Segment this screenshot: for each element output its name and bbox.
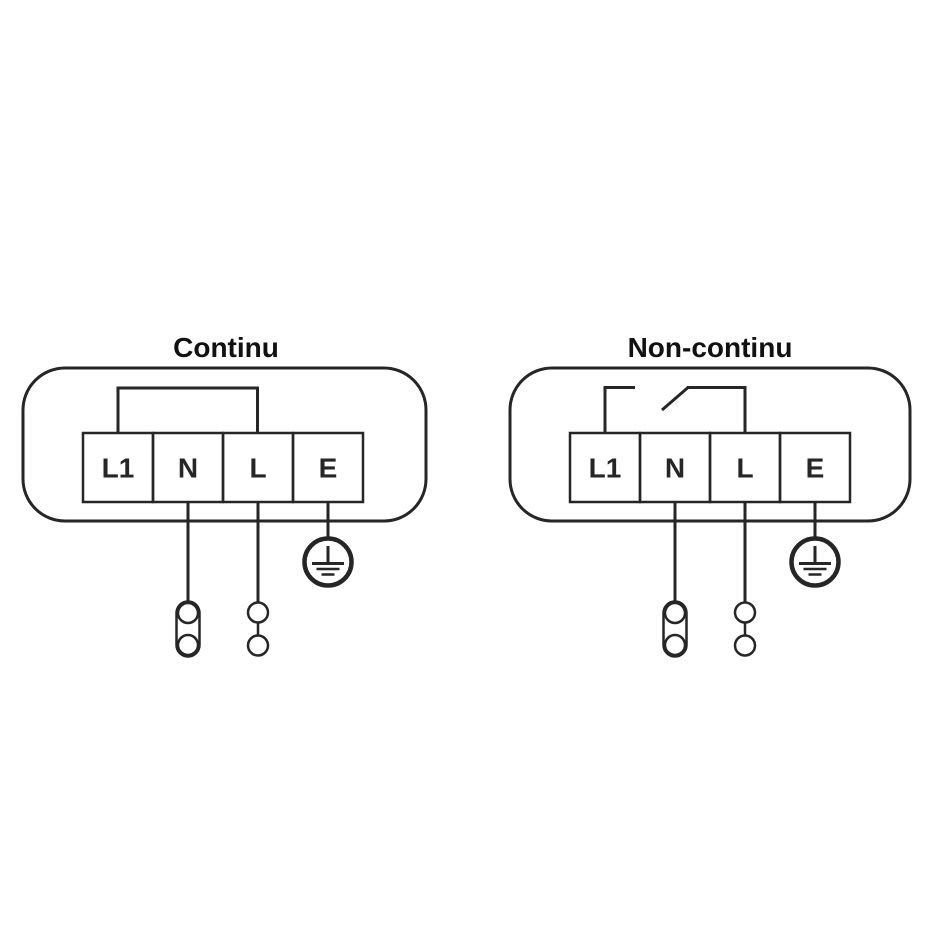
- switch-fixed-stub: [603, 386, 635, 433]
- connector-circle-top: [246, 601, 270, 624]
- terminal-label-l: L: [249, 453, 266, 484]
- connector-circle-bottom: [176, 633, 200, 657]
- protective-earth-ground-icon: [789, 536, 841, 588]
- terminal-label-n: N: [665, 453, 685, 484]
- capsule-two-circle-connector-icon: [175, 600, 201, 658]
- connector-circle-top: [733, 601, 757, 624]
- earth-circle: [302, 536, 354, 588]
- earth-circle: [789, 536, 841, 588]
- switch-blade: [661, 386, 689, 412]
- terminal-label-n: N: [178, 453, 198, 484]
- switch-feed-wire: [687, 386, 747, 433]
- enclosure-outline: [21, 366, 428, 523]
- open-switch-contact-icon: [603, 386, 747, 433]
- diagram-title: Non-continu: [628, 332, 793, 363]
- connector-circle-bottom: [663, 633, 687, 657]
- terminal-label-l1: L1: [589, 453, 622, 484]
- protective-earth-ground-icon: [302, 536, 354, 588]
- diagram-title: Continu: [173, 332, 279, 363]
- terminal-label-e: E: [319, 453, 338, 484]
- two-circle-chain-connector-icon: [246, 601, 270, 657]
- connector-circle-bottom: [733, 634, 757, 657]
- connector-circle-top: [176, 601, 200, 625]
- jumper-wire: [116, 386, 259, 433]
- diagram-non-continuous: Non-continu L1 N L E: [508, 332, 912, 658]
- connector-circle-bottom: [246, 634, 270, 657]
- enclosure-outline: [508, 366, 912, 523]
- capsule-two-circle-connector-icon: [662, 600, 688, 658]
- connector-capsule-outline: [175, 600, 201, 658]
- terminal-label-l: L: [736, 453, 753, 484]
- connector-circle-top: [663, 601, 687, 625]
- two-circle-chain-connector-icon: [733, 601, 757, 657]
- diagram-continuous: Continu L1 N L E: [21, 332, 428, 658]
- connector-capsule-outline: [662, 600, 688, 658]
- terminal-label-l1: L1: [102, 453, 135, 484]
- terminal-label-e: E: [806, 453, 825, 484]
